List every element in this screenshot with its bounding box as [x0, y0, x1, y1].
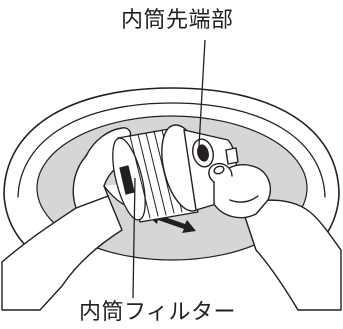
right-hand	[208, 162, 342, 311]
right-finger-line	[229, 195, 259, 203]
left-forearm	[1, 195, 123, 311]
leader-lines	[132, 39, 206, 299]
inner-tube-tip-label: 内筒先端部	[121, 8, 234, 33]
left-thumb	[85, 127, 132, 157]
inner-tube-filter-label: 内筒フィルター	[79, 300, 237, 325]
basin-outer-rim	[3, 87, 340, 196]
tip-opening-inner	[197, 144, 209, 162]
leader-inner-tube-tip	[198, 39, 206, 147]
right-palm	[213, 164, 271, 219]
tip-nub	[225, 147, 239, 165]
basin-inner-rim	[17, 102, 326, 198]
right-forearm	[239, 199, 342, 311]
filter-black-band	[119, 165, 135, 195]
leader-inner-tube-filter	[132, 177, 136, 299]
right-thumbnail	[213, 165, 225, 175]
